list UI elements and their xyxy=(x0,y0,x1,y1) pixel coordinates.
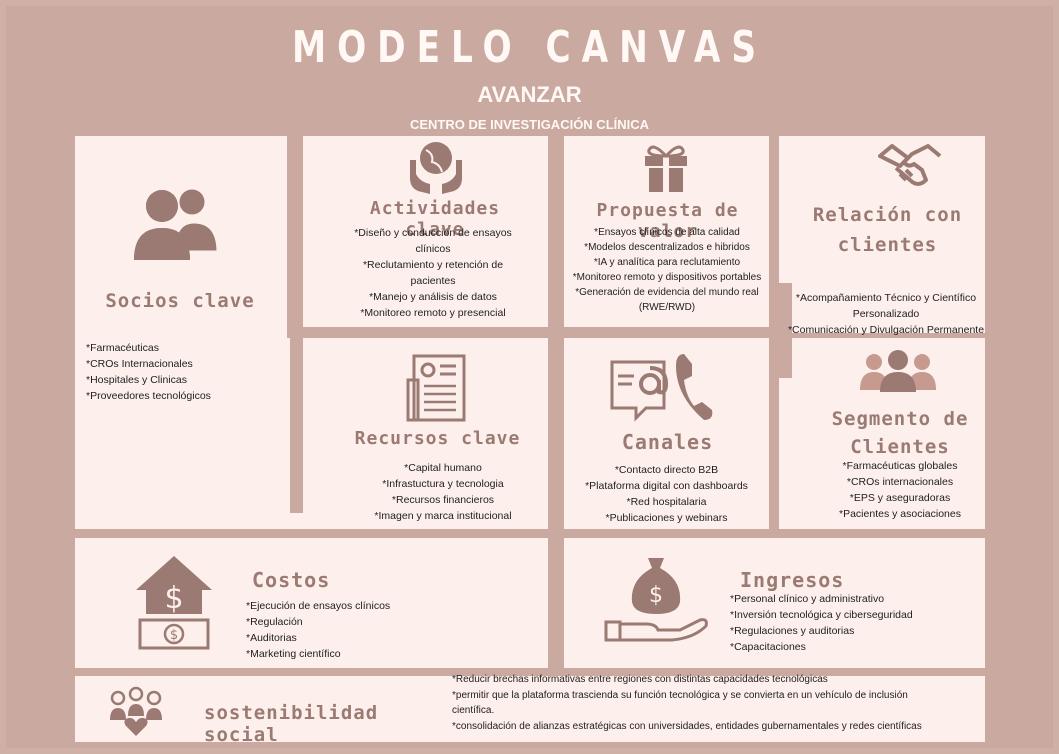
sostenibilidad-social-box xyxy=(75,676,985,742)
sostenibilidad-social-list: *Reducir brechas informativas entre regi… xyxy=(452,674,922,732)
resume-document-icon xyxy=(406,354,466,422)
recursos-clave-box xyxy=(290,338,548,529)
relacion-con-clientes-heading: Relación con clientes xyxy=(812,204,963,256)
propuesta-de-valor-list: *Ensayos clínicos de alta calidad *Model… xyxy=(572,227,762,313)
organization-name: AVANZAR xyxy=(477,82,582,107)
svg-text:$: $ xyxy=(649,583,663,608)
segmento-de-clientes-box xyxy=(779,338,985,529)
actividades-clave-heading: Actividades clave xyxy=(369,198,501,240)
costos-list: *Ejecución de ensayos clínicos *Regulaci… xyxy=(246,600,391,660)
gift-icon xyxy=(645,145,687,192)
socios-clave-list: *Farmacéuticas *CROs Internacionales *Ho… xyxy=(86,342,211,402)
canales-heading: Canales xyxy=(621,430,714,454)
email-phone-icon xyxy=(610,354,713,422)
money-bag-hand-icon: $ xyxy=(604,558,708,642)
ingresos-heading: Ingresos xyxy=(740,568,845,592)
page-title: MODELO CANVAS xyxy=(292,22,767,73)
canales-box xyxy=(564,338,769,529)
recursos-clave-list: *Capital humano *Infrastuctura y tecnolo… xyxy=(374,462,512,522)
socios-clave-heading: Socios clave xyxy=(105,290,255,312)
svg-text:$: $ xyxy=(164,581,183,616)
propuesta-de-valor-heading: Propuesta de valor xyxy=(596,200,739,242)
community-heart-icon xyxy=(110,686,162,736)
costos-heading: Costos xyxy=(252,568,331,592)
segmento-de-clientes-list: *Farmacéuticas globales *CROs internacio… xyxy=(839,460,961,520)
handshake-icon xyxy=(878,144,942,186)
segmento-de-clientes-heading: Segmento de Clientes xyxy=(831,408,969,458)
actividades-clave-list: *Diseño y conducción de ensayos clínicos… xyxy=(354,227,512,319)
people-icon xyxy=(134,186,220,260)
recursos-clave-heading: Recursos clave xyxy=(354,428,521,449)
svg-text:$: $ xyxy=(170,628,178,643)
ingresos-list: *Personal clínico y administrativo *Inve… xyxy=(730,593,913,653)
sostenibilidad-social-heading: sostenibilidad social xyxy=(204,702,379,746)
relacion-con-clientes-list: *Acompañamiento Técnico y Científico Per… xyxy=(787,292,985,336)
organization-description: CENTRO DE INVESTIGACIÓN CLÍNICA xyxy=(409,117,650,132)
canales-list: *Contacto directo B2B *Plataforma digita… xyxy=(585,464,748,524)
globe-hands-icon xyxy=(410,142,462,194)
house-dollar-icon: $ $ xyxy=(136,556,212,650)
customer-group-icon xyxy=(860,350,936,392)
